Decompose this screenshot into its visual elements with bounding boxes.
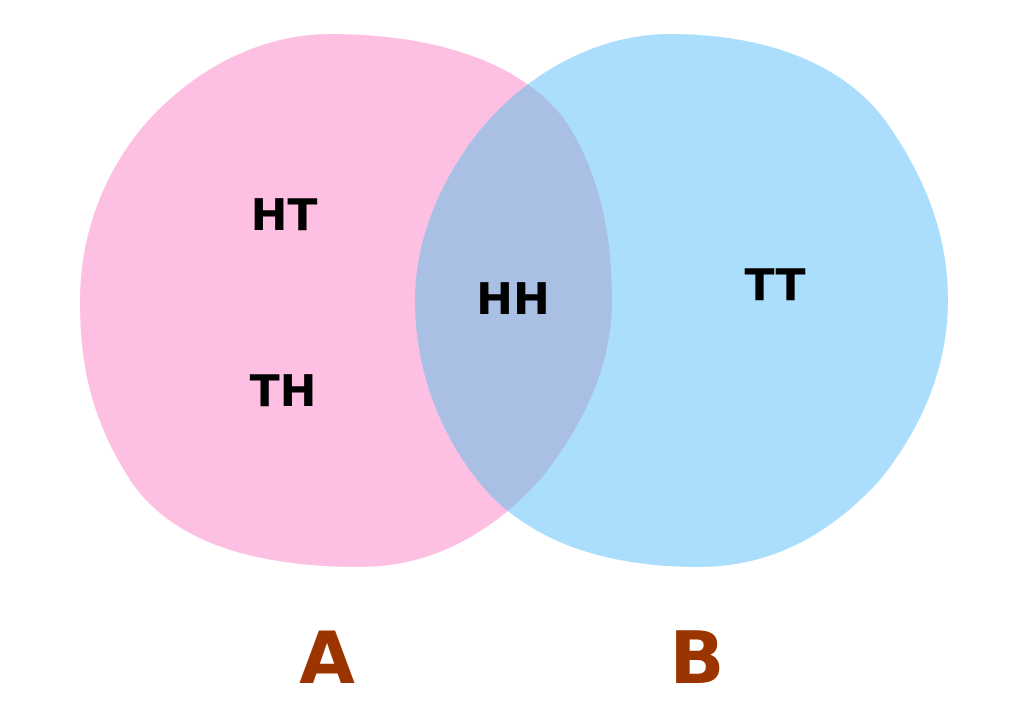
set-a-label: A (299, 616, 355, 700)
intersection-region (415, 34, 612, 567)
set-b-label: B (670, 616, 725, 700)
element-ht: HT (251, 190, 318, 241)
element-hh: HH (476, 274, 550, 325)
element-th: TH (250, 366, 317, 417)
element-tt: TT (744, 260, 805, 311)
